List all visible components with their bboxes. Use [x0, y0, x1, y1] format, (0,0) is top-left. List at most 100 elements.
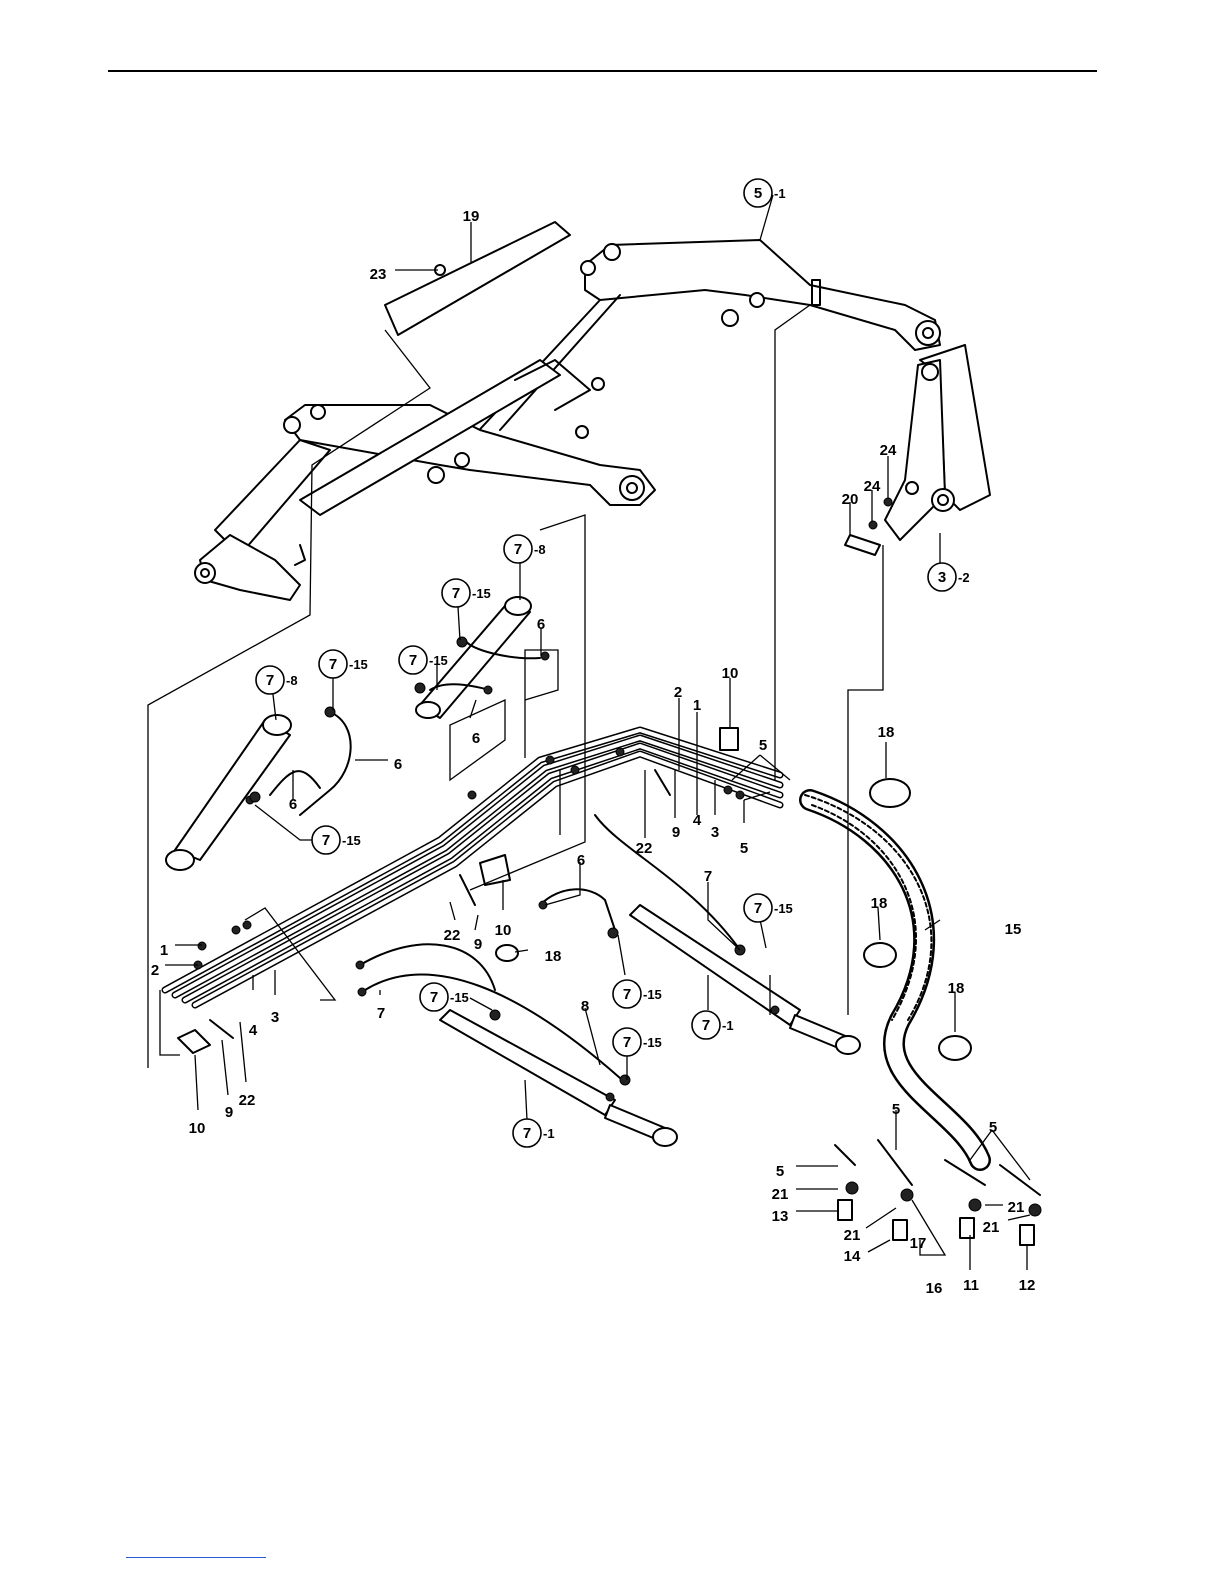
callout-c24a: 24: [880, 442, 897, 459]
callout-number: 22: [444, 927, 461, 944]
callout-number: 10: [189, 1120, 206, 1137]
callout-suffix: -1: [774, 186, 786, 201]
callout-c8: 8: [581, 998, 589, 1015]
quick-couplers: [835, 1140, 1041, 1245]
callout-c19: 19: [463, 208, 480, 225]
callout-c5b: 5: [740, 840, 748, 857]
callout-suffix: -8: [286, 673, 298, 688]
callout-suffix: -15: [643, 1035, 662, 1050]
callout-c7-1b: 7-1: [513, 1119, 555, 1147]
callout-c20: 20: [842, 491, 859, 508]
callout-c5a: 5: [759, 737, 767, 754]
callout-number: 6: [289, 796, 297, 813]
callout-c10c: 10: [189, 1120, 206, 1137]
callout-number: 4: [249, 1022, 258, 1039]
callout-c7-15b: 7-15: [399, 646, 448, 674]
callout-number: 6: [472, 730, 480, 747]
callout-number: 21: [772, 1186, 789, 1203]
callout-c11: 11: [963, 1277, 979, 1294]
callout-c22c: 22: [239, 1092, 256, 1109]
callout-c4b: 4: [249, 1022, 258, 1039]
callout-number: 22: [239, 1092, 256, 1109]
callout-number: 18: [948, 980, 965, 997]
callout-c14: 14: [844, 1248, 861, 1265]
callout-c9a: 9: [672, 824, 680, 841]
callout-c3b: 3: [271, 1009, 279, 1026]
callout-number: 16: [926, 1280, 943, 1297]
callout-number: 18: [878, 724, 895, 741]
callout-number: 3: [711, 824, 719, 841]
callout-number: 23: [370, 266, 387, 283]
callout-number: 5: [740, 840, 748, 857]
callout-suffix: -15: [429, 653, 448, 668]
callout-c21b: 21: [844, 1227, 861, 1244]
mounting-bracket: [845, 345, 990, 555]
callout-number: 7: [329, 656, 337, 673]
callout-c21d: 21: [983, 1219, 1000, 1236]
callout-number: 17: [910, 1235, 927, 1252]
callout-number: 7: [452, 585, 460, 602]
callout-number: 18: [545, 948, 562, 965]
callout-suffix: -15: [450, 990, 469, 1005]
bucket-cylinder-upper: [630, 905, 860, 1054]
callout-number: 20: [842, 491, 859, 508]
callout-c7-15e: 7-15: [744, 894, 793, 922]
callout-number: 24: [880, 442, 897, 459]
callout-c10b: 10: [495, 922, 512, 939]
callout-c6a: 6: [537, 616, 545, 633]
callout-c18d: 18: [948, 980, 965, 997]
callout-c18a: 18: [878, 724, 895, 741]
callout-number: 13: [772, 1208, 789, 1225]
callout-c10a: 10: [722, 665, 739, 682]
callout-number: 7: [704, 868, 712, 885]
callout-c5-1: 5 -1: [744, 179, 786, 207]
callout-c3-2: 3-2: [928, 563, 970, 591]
callout-number: 22: [636, 840, 653, 857]
callout-number: 24: [864, 478, 881, 495]
callout-c5e: 5: [776, 1163, 784, 1180]
callout-suffix: -2: [958, 570, 970, 585]
callout-suffix: -1: [543, 1126, 555, 1141]
callout-number: 11: [963, 1277, 979, 1294]
callout-c6c: 6: [394, 756, 402, 773]
callout-number: 5: [754, 185, 762, 202]
callout-number: 7: [702, 1017, 710, 1034]
callout-c22a: 22: [636, 840, 653, 857]
callout-number: 7: [514, 541, 522, 558]
callout-c7-8a: 7-8: [504, 535, 546, 563]
footer-link-underline[interactable]: [126, 1557, 266, 1558]
callout-number: 2: [674, 684, 682, 701]
callout-c22b: 22: [444, 927, 461, 944]
callout-number: 21: [983, 1219, 1000, 1236]
callout-c12: 12: [1019, 1277, 1036, 1294]
callout-number: 9: [672, 824, 680, 841]
callout-number: 12: [1019, 1277, 1036, 1294]
callout-number: 18: [871, 895, 888, 912]
callout-c4a: 4: [693, 812, 702, 829]
callout-suffix: -15: [643, 987, 662, 1002]
callout-c7-15h: 7-15: [613, 1028, 662, 1056]
callout-number: 1: [160, 942, 168, 959]
callout-c7a: 7: [704, 868, 712, 885]
callout-number: 10: [495, 922, 512, 939]
callout-number: 7: [322, 832, 330, 849]
callout-number: 7: [430, 989, 438, 1006]
callout-c7b: 7: [377, 1005, 385, 1022]
callout-c7-15a: 7-15: [442, 579, 491, 607]
callout-c2b: 2: [151, 962, 159, 979]
callout-number: 4: [693, 812, 702, 829]
callout-c18b: 18: [871, 895, 888, 912]
callout-number: 3: [271, 1009, 279, 1026]
boom-frame: [195, 222, 940, 600]
callout-c18c: 18: [545, 948, 562, 965]
callout-c5d: 5: [989, 1119, 997, 1136]
callout-number: 7: [623, 986, 631, 1003]
callout-number: 6: [537, 616, 545, 633]
callout-number: 5: [776, 1163, 784, 1180]
callout-number: 21: [1008, 1199, 1025, 1216]
cover-plate-19: [385, 222, 570, 335]
callout-c1a: 1: [693, 697, 701, 714]
callout-number: 6: [394, 756, 402, 773]
callout-number: 5: [892, 1101, 900, 1118]
